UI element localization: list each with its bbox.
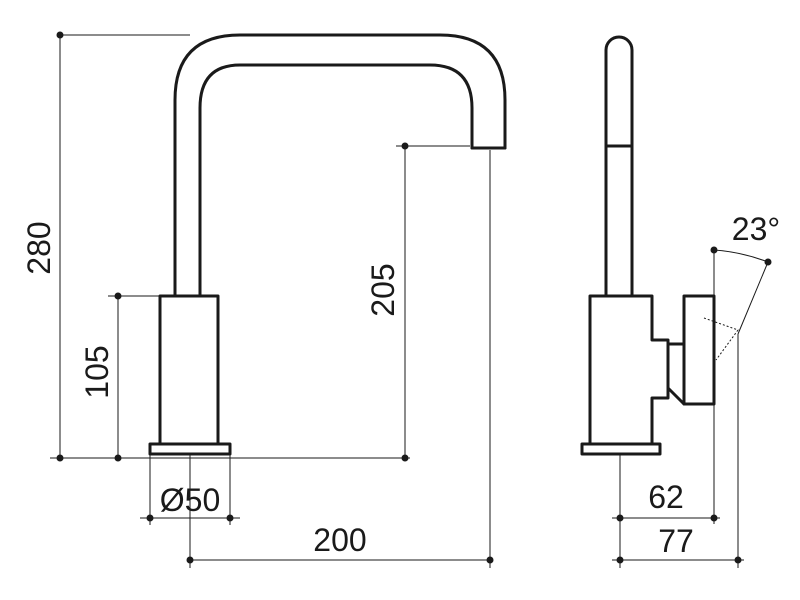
dim-23-rotated-extension (737, 261, 769, 335)
side-base-flange (580, 442, 662, 456)
front-view (148, 33, 507, 456)
spout-inner-outline (198, 63, 474, 298)
label-handle-angle: 23° (732, 211, 780, 247)
base-flange (148, 442, 232, 456)
dim-200-right-marker (486, 556, 494, 564)
side-view (580, 35, 739, 456)
dim-50-right-marker (226, 514, 234, 522)
spout-outer-outline (173, 33, 507, 298)
dim-200-left-marker (186, 556, 194, 564)
label-base-diameter: Ø50 (160, 482, 220, 518)
label-spout-reach: 200 (313, 522, 366, 558)
dimension-labels: 280 105 205 Ø50 200 62 77 23° (21, 211, 780, 559)
dim-205-top-marker (401, 142, 409, 150)
side-spout-tube (604, 35, 634, 298)
lever-handle (666, 294, 716, 406)
dim-77-right-marker (734, 556, 742, 564)
dim-62-right-marker (710, 514, 718, 522)
dim-205-bottom-marker (401, 454, 409, 462)
dimension-lines (50, 31, 772, 568)
dim-105-top-marker (114, 292, 122, 300)
dim-23-right-marker (764, 258, 772, 266)
dim-50-left-marker (146, 514, 154, 522)
label-spout-outlet-height: 205 (365, 263, 401, 316)
dim-280-top-marker (56, 31, 64, 39)
dim-105-bottom-marker (114, 454, 122, 462)
label-overall-height: 280 (21, 221, 57, 274)
dim-62-left-marker (616, 514, 624, 522)
dim-77-left-marker (616, 556, 624, 564)
dim-23-arc (713, 249, 769, 263)
label-handle-depth: 62 (648, 479, 684, 515)
lever-handle-rotated (703, 317, 739, 361)
dim-23-left-marker (710, 246, 718, 254)
label-body-height: 105 (79, 345, 115, 398)
side-tap-body (588, 294, 670, 446)
label-overall-depth: 77 (658, 523, 694, 559)
tap-body (158, 294, 220, 446)
